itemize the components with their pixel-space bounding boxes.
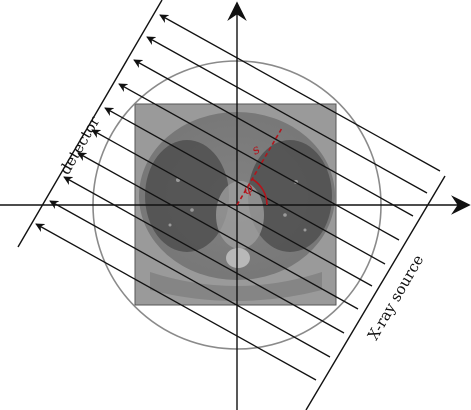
ray bbox=[118, 83, 400, 241]
ray bbox=[159, 14, 441, 172]
ray bbox=[77, 152, 359, 310]
ray bbox=[49, 200, 331, 358]
ray bbox=[133, 59, 414, 217]
offset-s-line bbox=[236, 127, 283, 206]
ray bbox=[104, 107, 386, 265]
source-line bbox=[305, 175, 446, 410]
ray bbox=[63, 176, 345, 334]
detector-line bbox=[17, 0, 163, 248]
detector-label: detector bbox=[56, 113, 104, 178]
ray bbox=[35, 223, 317, 381]
ray-group bbox=[35, 14, 441, 381]
ray bbox=[91, 129, 373, 287]
angle-arc bbox=[251, 178, 268, 206]
ray bbox=[146, 36, 428, 194]
